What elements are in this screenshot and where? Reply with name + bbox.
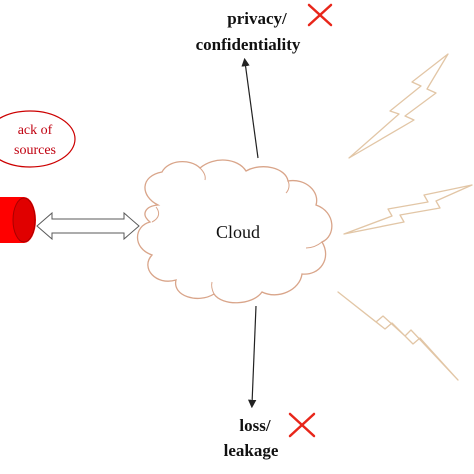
red-cross-icon <box>307 3 333 27</box>
lightning-bolt-icon <box>337 291 459 381</box>
privacy-label-line1: privacy/ <box>227 9 287 28</box>
lightning-bolt-icon <box>343 184 473 235</box>
cloud-shape <box>136 159 333 304</box>
loss-label-line2: leakage <box>224 441 279 460</box>
cloud-label: Cloud <box>216 222 260 242</box>
callout-line1: ack of <box>18 123 53 138</box>
red-cylinder-icon <box>0 197 36 243</box>
arrow-to-loss <box>247 305 257 409</box>
arrow-to-privacy <box>241 57 259 159</box>
red-cross-icon <box>288 412 316 438</box>
resources-callout: ack of sources <box>0 110 76 168</box>
double-arrow-icon <box>36 211 140 241</box>
lightning-bolt-icon <box>348 53 449 159</box>
loss-label-line1: loss/ <box>239 416 270 435</box>
callout-line2: sources <box>14 143 56 158</box>
privacy-label-line2: confidentiality <box>196 35 301 54</box>
